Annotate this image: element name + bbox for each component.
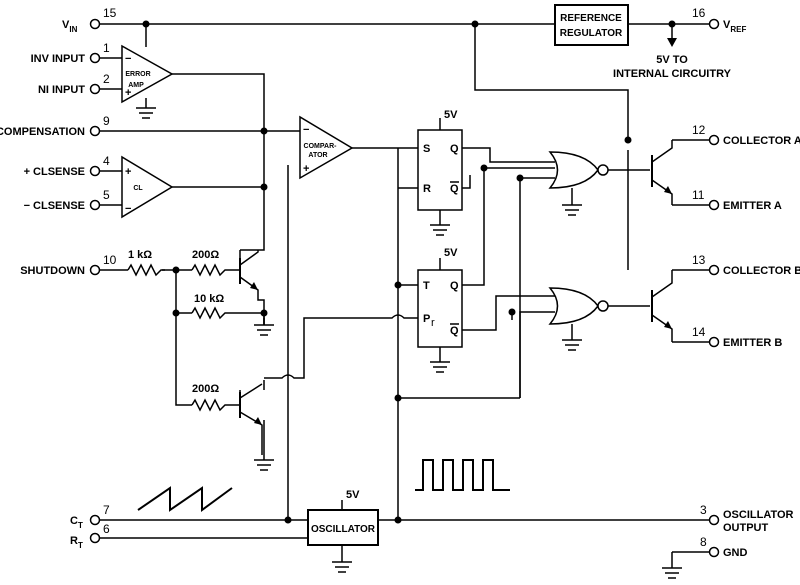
- sawtooth-waveform-icon: [137, 486, 233, 512]
- pin-cola-num: 12: [692, 123, 706, 137]
- ref-label-1: REFERENCE: [560, 13, 622, 24]
- ff2-5v: 5V: [444, 247, 458, 259]
- ff2-q: Q: [450, 280, 459, 292]
- cl-plus: +: [125, 166, 131, 178]
- t-flip-flop: T P r Q Q 5V: [417, 247, 463, 348]
- pin-colb-label: COLLECTOR B: [723, 265, 800, 277]
- pin-osc-label-1: OSCILLATOR: [723, 509, 794, 521]
- pin-ct-num: 7: [103, 503, 110, 517]
- internal-label-2: INTERNAL CIRCUITRY: [613, 68, 732, 80]
- resistors: [127, 263, 228, 412]
- pin-ema-label: EMITTER A: [723, 200, 782, 212]
- ff2-qbar: Q: [450, 325, 459, 337]
- pin-gnd-label: GND: [723, 547, 748, 559]
- pin-rt-num: 6: [103, 522, 110, 536]
- pin-emb-num: 14: [692, 325, 706, 339]
- nor-gate-b: [548, 287, 609, 325]
- ff1-r: R: [423, 183, 431, 195]
- pin-emb-label: EMITTER B: [723, 337, 782, 349]
- pin-clsp-label: + CLSENSE: [24, 166, 85, 178]
- pin-ct-label: CT: [70, 515, 83, 530]
- oscillator-5v: 5V: [346, 489, 360, 501]
- pin-rt-label: RT: [70, 535, 83, 550]
- cl-minus: −: [125, 203, 131, 215]
- pin-vin-num: 15: [103, 6, 117, 20]
- comparator-plus: +: [303, 163, 309, 175]
- pin-inv-label: INV INPUT: [31, 53, 86, 65]
- pin-osc-num: 3: [700, 503, 707, 517]
- ff1-s: S: [423, 143, 430, 155]
- transistors: [239, 140, 673, 455]
- pin-comp-num: 9: [103, 114, 110, 128]
- cl-amp: CL + −: [121, 155, 174, 219]
- comparator-label-2: ATOR: [308, 152, 327, 159]
- ref-label-2: REGULATOR: [560, 28, 623, 39]
- error-amp-label-2: AMP: [128, 82, 144, 89]
- resistor-200-label-2: 200Ω: [192, 383, 219, 395]
- pin-vref-num: 16: [692, 6, 706, 20]
- pin-circles: [89, 18, 720, 558]
- ff2-t: T: [423, 280, 430, 292]
- square-waveform-icon: [415, 459, 510, 491]
- resistor-1k-label: 1 kΩ: [128, 249, 152, 261]
- pin-comp-label: COMPENSATION: [0, 126, 85, 138]
- ff1-q: Q: [450, 143, 459, 155]
- comparator-label-1: COMPAR-: [304, 143, 338, 150]
- pin-inv-num: 1: [103, 41, 110, 55]
- resistor-10k-label: 10 kΩ: [194, 293, 224, 305]
- nor-gate-a: [548, 151, 609, 189]
- pin-clsm-label: − CLSENSE: [24, 200, 85, 212]
- pin-shdn-label: SHUTDOWN: [20, 265, 85, 277]
- oscillator-block: OSCILLATOR 5V: [307, 489, 379, 546]
- pin-cola-label: COLLECTOR A: [723, 135, 800, 147]
- ground-symbols: [136, 107, 682, 579]
- pin-shdn-num: 10: [103, 253, 117, 267]
- pin-clsm-num: 5: [103, 188, 110, 202]
- pin-vref-label: VREF: [723, 19, 746, 34]
- ff1-qbar: Q: [450, 183, 459, 195]
- pin-vin-label: VIN: [62, 19, 78, 34]
- pin-clsp-num: 4: [103, 154, 110, 168]
- pin-colb-num: 13: [692, 253, 706, 267]
- pin-gnd-num: 8: [700, 535, 707, 549]
- internal-arrow-icon: [667, 38, 677, 47]
- error-amp: ERROR AMP − +: [121, 44, 174, 104]
- ff2-psub: r: [431, 317, 435, 329]
- pin-ni-label: NI INPUT: [38, 84, 85, 96]
- wires: [100, 23, 710, 568]
- junction-dots: [142, 20, 676, 524]
- sr-flip-flop: S R Q Q 5V: [417, 109, 463, 211]
- ff2-p: P: [423, 313, 430, 325]
- internal-label-1: 5V TO: [656, 54, 688, 66]
- pin-ema-num: 11: [692, 188, 705, 202]
- ff1-5v: 5V: [444, 109, 458, 121]
- comparator: COMPAR- ATOR − +: [299, 115, 354, 180]
- resistor-200-label-1: 200Ω: [192, 249, 219, 261]
- pin-ni-num: 2: [103, 72, 110, 86]
- oscillator-label: OSCILLATOR: [311, 524, 376, 535]
- cl-label: CL: [133, 185, 143, 192]
- error-amp-minus: −: [125, 53, 131, 65]
- reference-regulator-block: REFERENCE REGULATOR: [554, 4, 629, 46]
- error-amp-plus: +: [125, 87, 131, 99]
- error-amp-label-1: ERROR: [125, 71, 150, 78]
- pin-osc-label-2: OUTPUT: [723, 522, 769, 534]
- comparator-minus: −: [303, 124, 309, 136]
